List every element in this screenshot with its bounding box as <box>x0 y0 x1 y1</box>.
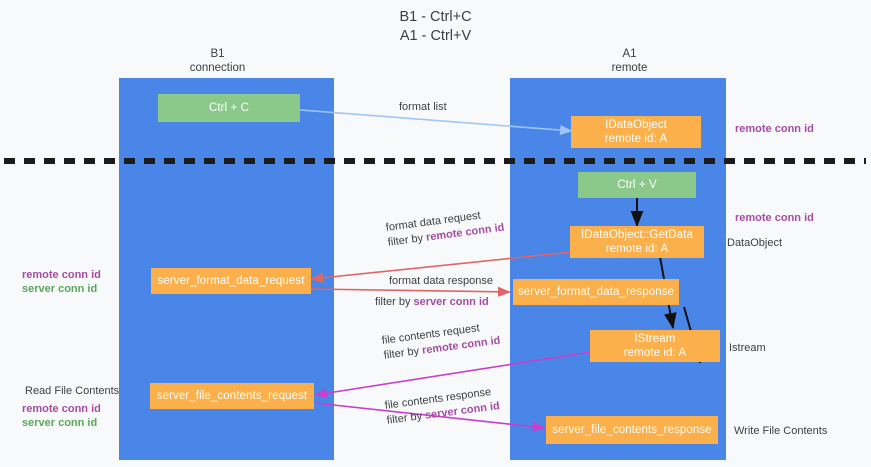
page-title: B1 - Ctrl+C A1 - Ctrl+V <box>0 8 871 46</box>
node-idataobject[interactable]: IDataObject remote id: A <box>571 116 701 148</box>
filter-server-conn-id: server conn id <box>413 296 489 308</box>
node-server-file-contents-request[interactable]: server_file_contents_request <box>150 383 314 409</box>
title-line-1: B1 - Ctrl+C <box>399 9 472 25</box>
edge-label-file-contents-response: file contents response filter by server … <box>384 384 501 429</box>
edge-label-format-data-response-text: format data response <box>389 275 493 287</box>
edge-label-file-contents-request: file contents request filter by remote c… <box>381 319 501 364</box>
node-istream-sublabel: remote id: A <box>623 347 687 359</box>
annotation-left-read-file-contents: Read File Contents <box>25 385 120 397</box>
node-ctrl-v[interactable]: Ctrl + V <box>578 172 696 198</box>
annotation-left-server-conn-id-bottom: server conn id <box>22 417 98 429</box>
annotation-right-istream: Istream <box>729 342 766 354</box>
lane-header-a1-subtitle: remote <box>611 62 648 74</box>
node-ctrl-c-label: Ctrl + C <box>208 102 250 114</box>
annotation-right-write-file-contents: Write File Contents <box>734 425 828 437</box>
node-server-format-data-request[interactable]: server_format_data_request <box>151 268 311 294</box>
edge-label-format-data-request: format data request filter by remote con… <box>385 206 505 251</box>
filter-by-text: filter by <box>387 232 424 249</box>
edge-label-format-list: format list <box>399 101 447 113</box>
node-ctrl-v-label: Ctrl + V <box>617 179 657 191</box>
node-server-format-data-request-label: server_format_data_request <box>157 275 305 287</box>
lane-header-b1-subtitle: connection <box>189 62 246 74</box>
annotation-left-server-conn-id-mid: server conn id <box>22 283 98 295</box>
node-ctrl-c[interactable]: Ctrl + C <box>158 94 300 122</box>
lane-header-a1: A1 remote <box>552 47 707 75</box>
lane-header-b1-title: B1 <box>210 48 225 60</box>
filter-by-text-3: filter by <box>383 345 420 362</box>
node-server-format-data-response[interactable]: server_format_data_response <box>513 279 679 305</box>
edge-label-format-data-response: format data response filter by server co… <box>375 274 493 310</box>
annotation-left-remote-conn-id-bottom: remote conn id <box>22 403 101 415</box>
node-server-format-data-response-label: server_format_data_response <box>517 286 675 298</box>
node-idataobject-sublabel: remote id: A <box>604 133 668 145</box>
node-istream[interactable]: IStream remote id: A <box>590 330 720 362</box>
node-idataobject-label: IDataObject <box>605 119 667 131</box>
annotation-left-remote-conn-id-mid: remote conn id <box>22 269 101 281</box>
annotation-right-remote-conn-id-mid: remote conn id <box>735 212 814 224</box>
edge-label-format-data-response-filter: filter by server conn id <box>375 295 493 310</box>
annotation-right-dataobject: DataObject <box>727 237 783 249</box>
filter-by-text-2: filter by <box>375 296 411 308</box>
lane-header-a1-title: A1 <box>622 48 637 60</box>
node-idataobject-getdata-label: IDataObject::GetData <box>581 229 693 241</box>
node-idataobject-getdata[interactable]: IDataObject::GetData remote id: A <box>570 226 704 258</box>
filter-by-text-4: filter by <box>386 410 423 427</box>
node-istream-label: IStream <box>634 333 676 345</box>
node-server-file-contents-response-label: server_file_contents_response <box>552 424 712 436</box>
node-server-file-contents-response[interactable]: server_file_contents_response <box>546 416 718 444</box>
annotation-right-remote-conn-id-top: remote conn id <box>735 123 814 135</box>
node-idataobject-getdata-sublabel: remote id: A <box>605 243 669 255</box>
lane-header-b1: B1 connection <box>140 47 295 75</box>
node-server-file-contents-request-label: server_file_contents_request <box>156 390 308 402</box>
title-line-2: A1 - Ctrl+V <box>399 28 472 44</box>
